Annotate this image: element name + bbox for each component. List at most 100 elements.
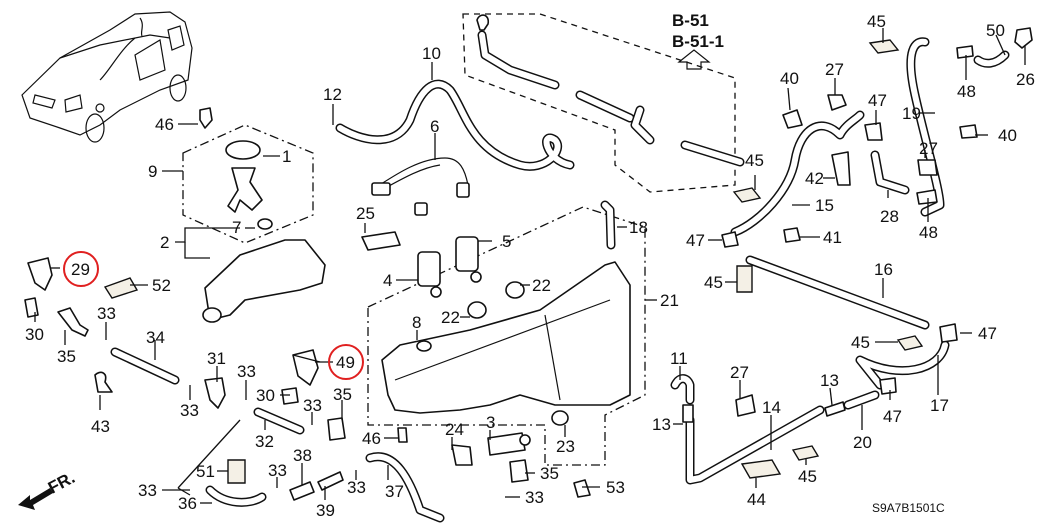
callout-33d[interactable]: 33 bbox=[303, 396, 322, 415]
joint-47b bbox=[721, 231, 739, 248]
callout-8[interactable]: 8 bbox=[412, 313, 421, 332]
joint-13b bbox=[824, 401, 846, 417]
callout-30a[interactable]: 30 bbox=[25, 325, 44, 344]
callout-3[interactable]: 3 bbox=[486, 413, 495, 432]
callout-33b[interactable]: 33 bbox=[180, 401, 199, 420]
callout-4[interactable]: 4 bbox=[383, 271, 392, 290]
callout-45d[interactable]: 45 bbox=[851, 333, 870, 352]
callout-15[interactable]: 15 bbox=[815, 196, 834, 215]
callout-35a[interactable]: 35 bbox=[57, 347, 76, 366]
callout-40a[interactable]: 40 bbox=[780, 69, 799, 88]
callout-43[interactable]: 43 bbox=[91, 417, 110, 436]
callout-38[interactable]: 38 bbox=[293, 446, 312, 465]
grommet-27a bbox=[827, 94, 847, 111]
pump-5 bbox=[455, 236, 479, 272]
callout-49[interactable]: 49 bbox=[336, 353, 355, 372]
callout-24[interactable]: 24 bbox=[445, 420, 464, 439]
callout-28[interactable]: 28 bbox=[880, 207, 899, 226]
reference-group: B-51 B-51-1 bbox=[672, 11, 724, 70]
callout-20[interactable]: 20 bbox=[853, 433, 872, 452]
pad-45a bbox=[868, 39, 900, 54]
callout-34[interactable]: 34 bbox=[146, 328, 165, 347]
callout-25[interactable]: 25 bbox=[356, 204, 375, 223]
callout-52[interactable]: 52 bbox=[152, 276, 171, 295]
callout-21[interactable]: 21 bbox=[660, 291, 679, 310]
callout-6[interactable]: 6 bbox=[430, 117, 439, 136]
pad-45d bbox=[896, 335, 924, 351]
callout-29[interactable]: 29 bbox=[71, 260, 90, 279]
callout-labels[interactable]: 1 2 3 4 5 6 7 8 9 10 11 12 13 13 14 15 1… bbox=[25, 12, 1035, 520]
joint-48a bbox=[956, 45, 974, 59]
callout-5[interactable]: 5 bbox=[502, 232, 511, 251]
joint-48b bbox=[916, 189, 938, 205]
pump-4 bbox=[417, 251, 441, 287]
joint-47d bbox=[879, 377, 897, 395]
callout-44[interactable]: 44 bbox=[747, 490, 766, 509]
callout-18[interactable]: 18 bbox=[629, 218, 648, 237]
callout-27c[interactable]: 27 bbox=[730, 363, 749, 382]
callout-23[interactable]: 23 bbox=[556, 437, 575, 456]
pad-44 bbox=[740, 459, 782, 479]
joint-38 bbox=[289, 481, 315, 501]
callout-39[interactable]: 39 bbox=[316, 501, 335, 520]
pad-45b bbox=[732, 187, 762, 203]
callout-19[interactable]: 19 bbox=[902, 104, 921, 123]
callout-33e[interactable]: 33 bbox=[138, 481, 157, 500]
callout-42[interactable]: 42 bbox=[805, 169, 824, 188]
callout-32[interactable]: 32 bbox=[255, 432, 274, 451]
callout-9[interactable]: 9 bbox=[148, 162, 157, 181]
highlight-circle-29 bbox=[63, 251, 99, 287]
callout-26[interactable]: 26 bbox=[1016, 70, 1035, 89]
callout-35b[interactable]: 35 bbox=[333, 385, 352, 404]
callout-11[interactable]: 11 bbox=[670, 349, 688, 368]
callout-35c[interactable]: 35 bbox=[540, 464, 559, 483]
clip-30a bbox=[24, 297, 39, 318]
callout-45a[interactable]: 45 bbox=[867, 12, 886, 31]
callout-45c[interactable]: 45 bbox=[704, 273, 723, 292]
nozzle-26 bbox=[1014, 27, 1033, 49]
callout-33h[interactable]: 33 bbox=[525, 488, 544, 507]
callout-45e[interactable]: 45 bbox=[798, 467, 817, 486]
callout-16[interactable]: 16 bbox=[874, 260, 893, 279]
callout-10[interactable]: 10 bbox=[422, 44, 441, 63]
clip-53 bbox=[573, 479, 591, 498]
callout-12[interactable]: 12 bbox=[323, 85, 342, 104]
callout-40b[interactable]: 40 bbox=[998, 126, 1017, 145]
callout-27b[interactable]: 27 bbox=[919, 139, 938, 158]
callout-7[interactable]: 7 bbox=[232, 218, 241, 237]
callout-36[interactable]: 36 bbox=[178, 494, 197, 513]
callout-33c[interactable]: 33 bbox=[237, 362, 256, 381]
callout-1[interactable]: 1 bbox=[282, 147, 291, 166]
callout-13a[interactable]: 13 bbox=[652, 415, 671, 434]
callout-14[interactable]: 14 bbox=[762, 398, 781, 417]
callout-31[interactable]: 31 bbox=[207, 349, 226, 368]
highlight-circle-49 bbox=[328, 344, 364, 380]
callout-45b[interactable]: 45 bbox=[745, 151, 764, 170]
callout-47c[interactable]: 47 bbox=[978, 324, 997, 343]
callout-17[interactable]: 17 bbox=[930, 396, 949, 415]
callout-47a[interactable]: 47 bbox=[868, 91, 887, 110]
callout-33f[interactable]: 33 bbox=[268, 461, 287, 480]
callout-47d[interactable]: 47 bbox=[883, 407, 902, 426]
callout-46b[interactable]: 46 bbox=[362, 429, 381, 448]
grommet-22a bbox=[505, 281, 525, 299]
callout-13b[interactable]: 13 bbox=[820, 371, 839, 390]
callout-48a[interactable]: 48 bbox=[957, 82, 976, 101]
callout-47b[interactable]: 47 bbox=[686, 231, 705, 250]
callout-46a[interactable]: 46 bbox=[155, 115, 174, 134]
clip-43 bbox=[94, 371, 113, 393]
callout-33g[interactable]: 33 bbox=[347, 478, 366, 497]
callout-37[interactable]: 37 bbox=[385, 482, 404, 501]
callout-30b[interactable]: 30 bbox=[256, 386, 275, 405]
callout-2[interactable]: 2 bbox=[160, 233, 169, 252]
callout-53[interactable]: 53 bbox=[606, 478, 625, 497]
callout-33a[interactable]: 33 bbox=[97, 304, 116, 323]
callout-22b[interactable]: 22 bbox=[441, 308, 460, 327]
callout-48b[interactable]: 48 bbox=[919, 223, 938, 242]
callout-27a[interactable]: 27 bbox=[825, 60, 844, 79]
callout-41[interactable]: 41 bbox=[823, 228, 842, 247]
callout-50[interactable]: 50 bbox=[986, 21, 1005, 40]
clip-41 bbox=[783, 227, 801, 243]
callout-22a[interactable]: 22 bbox=[532, 276, 551, 295]
callout-51[interactable]: 51 bbox=[196, 462, 215, 481]
